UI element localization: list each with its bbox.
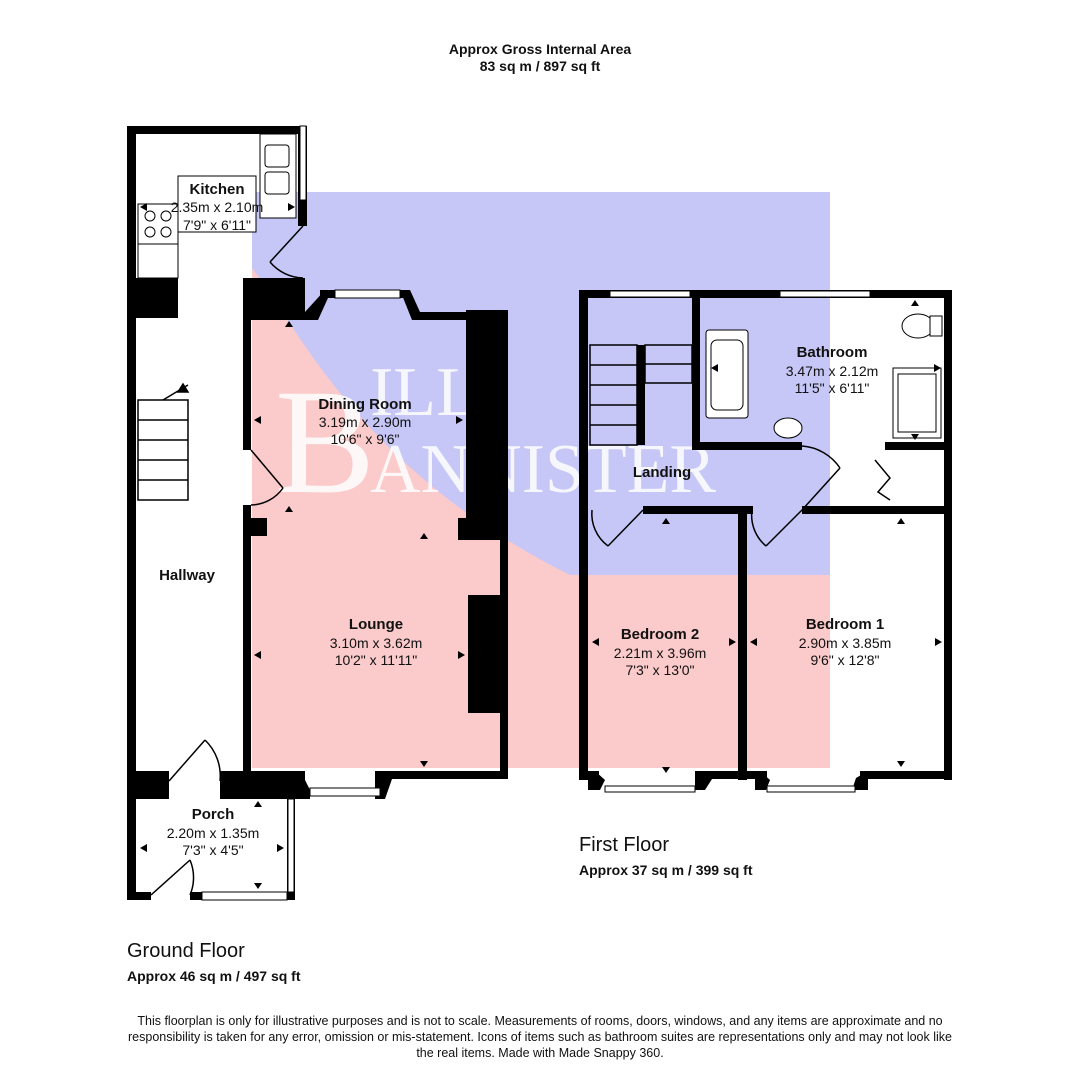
dimension-arrows [140, 203, 942, 889]
room-name-bedroom-2: Bedroom 2 [620, 626, 700, 643]
room-metric-bedroom-1: 2.90m x 3.85m [798, 635, 892, 651]
room-name-landing: Landing [632, 464, 692, 481]
ground-floor-stairs [137, 382, 190, 501]
room-imperial-porch: 7'3" x 4'5" [182, 842, 244, 858]
room-metric-dining-room: 3.19m x 2.90m [318, 414, 412, 430]
svg-text:ANNISTER: ANNISTER [370, 431, 716, 508]
first-floor-stairs [589, 344, 693, 446]
room-metric-porch: 2.20m x 1.35m [166, 825, 260, 841]
watermark-logo: B ILL ANNISTER [252, 192, 830, 768]
total-area-title: Approx Gross Internal Area [448, 41, 632, 57]
floor-name-first: First Floor [579, 834, 669, 856]
room-name-kitchen: Kitchen [189, 181, 245, 198]
room-name-bathroom: Bathroom [796, 344, 868, 361]
room-imperial-lounge: 10'2" x 11'11" [334, 652, 418, 668]
floor-area-ground: Approx 46 sq m / 497 sq ft [127, 968, 301, 984]
room-name-bedroom-1: Bedroom 1 [805, 616, 885, 633]
room-name-hallway: Hallway [159, 567, 215, 584]
disclaimer-text: This floorplan is only for illustrative … [128, 1014, 952, 1060]
svg-text:ILL: ILL [370, 354, 479, 431]
room-imperial-kitchen: 7'9" x 6'11" [183, 217, 251, 233]
room-metric-bathroom: 3.47m x 2.12m [785, 363, 879, 379]
room-name-porch: Porch [191, 806, 235, 823]
ground-floor-windows [201, 125, 401, 901]
first-floor-windows [604, 290, 871, 793]
bathroom-fixtures [705, 313, 943, 439]
room-metric-bedroom-2: 2.21m x 3.96m [613, 645, 707, 661]
first-floor-walls [579, 290, 952, 790]
floor-name-ground: Ground Floor [127, 940, 245, 962]
room-metric-lounge: 3.10m x 3.62m [329, 635, 423, 651]
kitchen-fixtures [137, 133, 297, 279]
first-floor-doors [591, 445, 891, 547]
room-name-lounge: Lounge [348, 616, 404, 633]
room-metric-kitchen: 2.35m x 2.10m [170, 199, 264, 215]
room-name-dining-room: Dining Room [318, 396, 412, 413]
room-imperial-bathroom: 11'5" x 6'11" [794, 380, 870, 396]
total-area-value: 83 sq m / 897 sq ft [479, 58, 601, 74]
room-imperial-bedroom-2: 7'3" x 13'0" [625, 662, 695, 678]
room-imperial-dining-room: 10'6" x 9'6" [330, 431, 400, 447]
ground-floor-doors [150, 225, 304, 896]
floor-area-first: Approx 37 sq m / 399 sq ft [579, 862, 753, 878]
room-imperial-bedroom-1: 9'6" x 12'8" [810, 652, 880, 668]
svg-text:B: B [275, 359, 375, 525]
